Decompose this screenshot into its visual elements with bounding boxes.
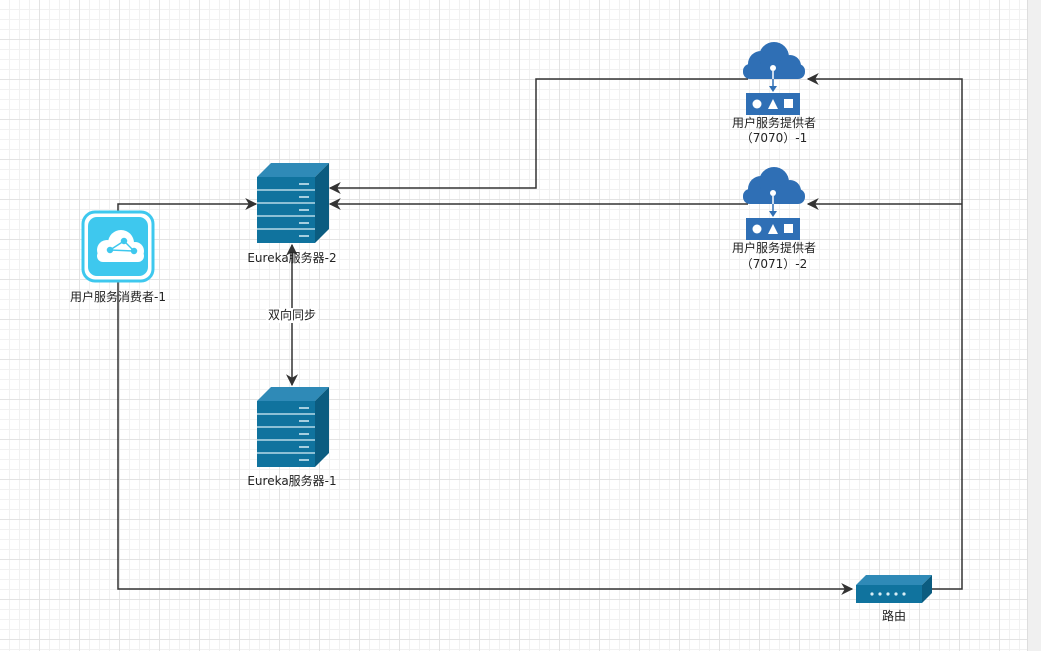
canvas-scroll-strip[interactable]: [1027, 0, 1041, 651]
provider-1-label-line1: 用户服务提供者: [731, 116, 816, 130]
eureka-1-label: Eureka服务器-1: [247, 474, 337, 488]
edge-consumer-to-router[interactable]: [117, 282, 854, 595]
cloud-service-icon[interactable]: [743, 42, 805, 115]
edge-provider1-to-eureka2[interactable]: [328, 78, 748, 194]
provider-2-label-line1: 用户服务提供者: [731, 241, 816, 255]
server-icon[interactable]: [257, 387, 329, 467]
edges: [117, 73, 963, 595]
provider-1-label-line2: （7070）-1: [740, 131, 808, 145]
edge-router-to-provider1[interactable]: [806, 73, 963, 590]
router-icon[interactable]: [856, 575, 932, 603]
sync-edge-label: 双向同步: [266, 308, 319, 323]
cloud-service-icon[interactable]: [743, 167, 805, 240]
provider-2-label-line2: （7071）-2: [740, 257, 808, 271]
server-icon[interactable]: [257, 163, 329, 243]
router-label: 路由: [881, 609, 906, 623]
eureka-2-label: Eureka服务器-2: [247, 251, 337, 265]
consumer-label: 用户服务消费者-1: [70, 290, 166, 304]
cloud-network-icon[interactable]: [81, 210, 155, 283]
